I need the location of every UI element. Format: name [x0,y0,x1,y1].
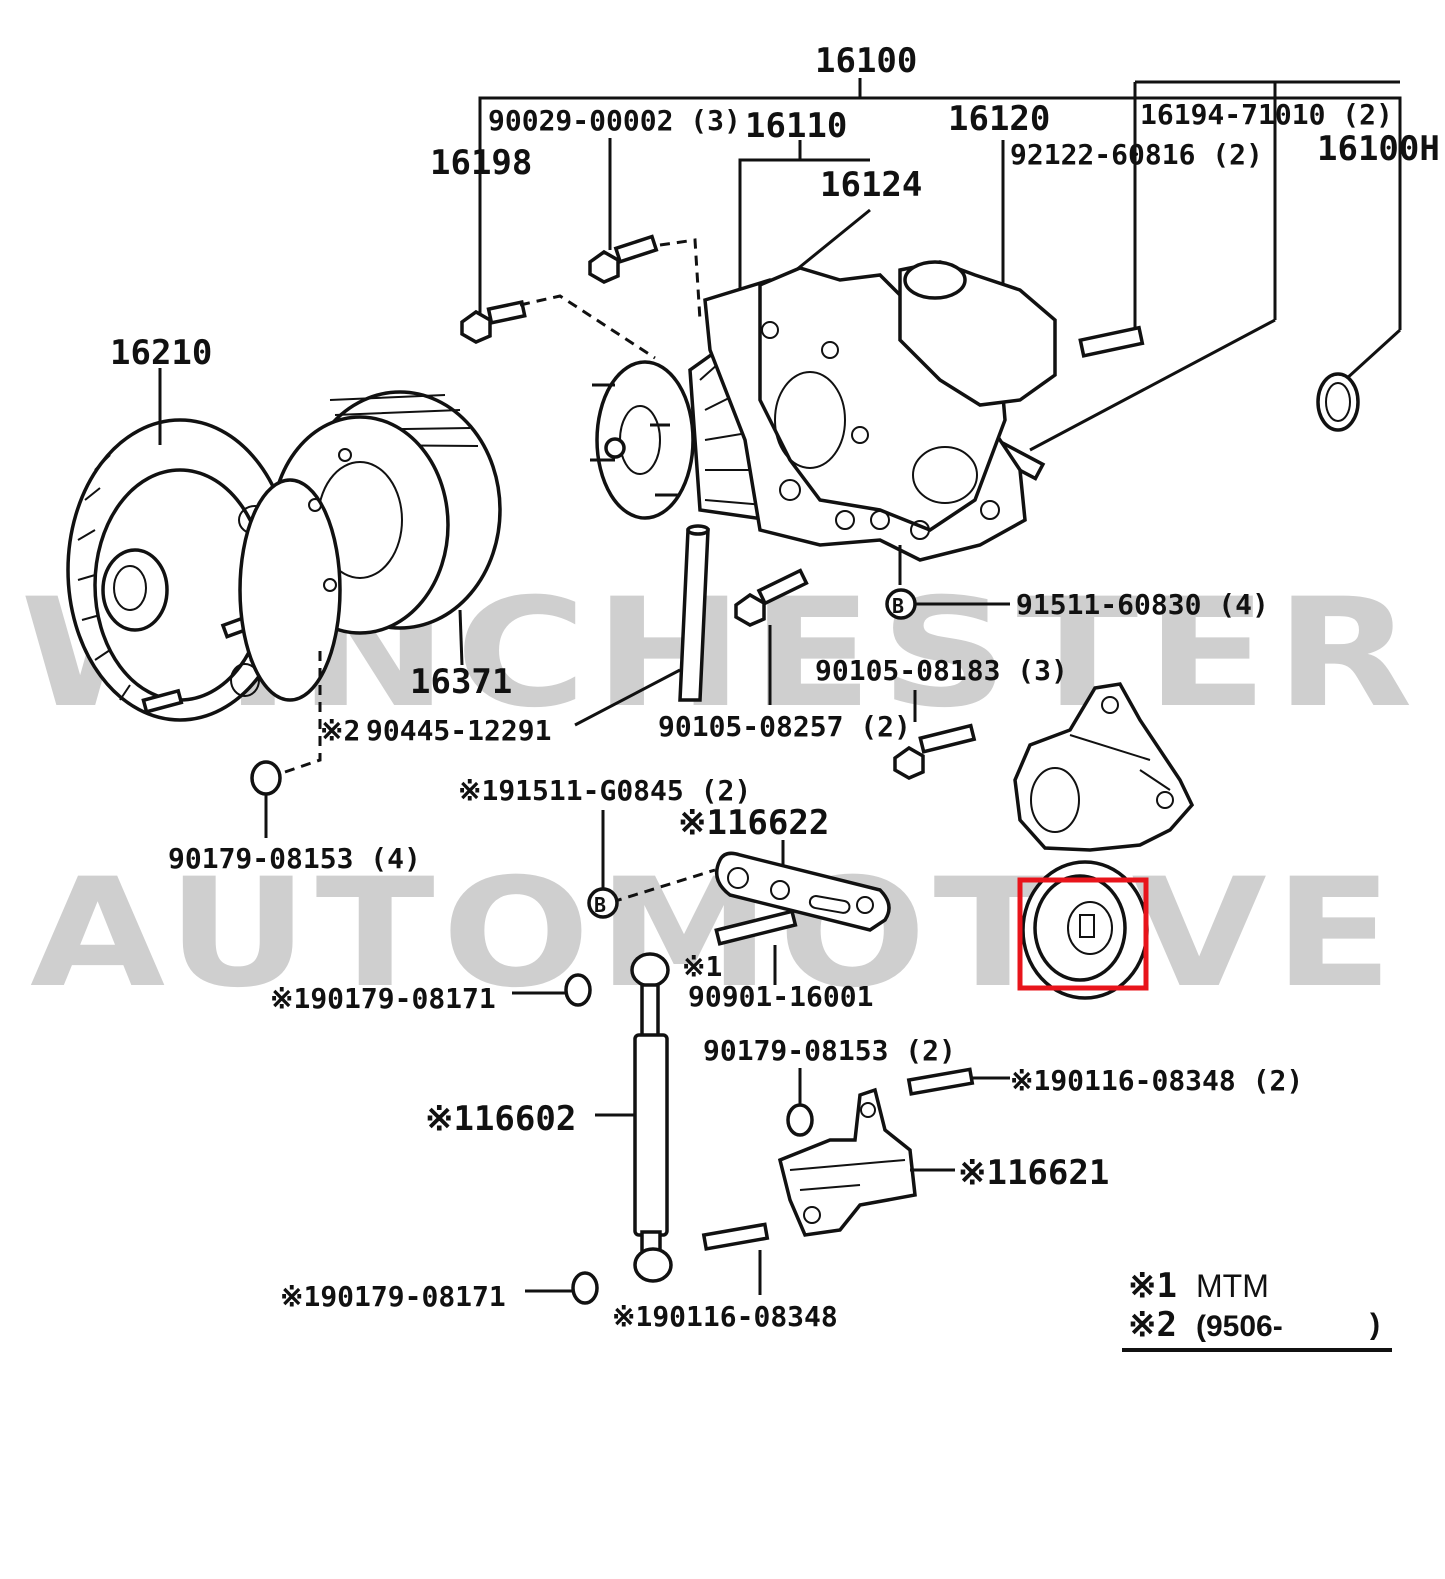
label-16194: 16194-71010 (2) [1140,98,1393,131]
link-16622-icon [611,840,891,932]
bolt-90105-08183-icon [893,690,977,780]
spacer-pipe-90445-icon [574,524,710,727]
nut-90179-08171-b-icon [525,1271,599,1305]
label-16371: 16371 [410,662,512,702]
bracket-16621-icon [777,1087,955,1237]
label-90105-08257: 90105-08257 (2) [658,710,911,743]
label-16124: 16124 [820,165,922,205]
assembly-bracket [478,78,1402,452]
label-91511-60830: 91511-60830 (4) [1016,588,1269,621]
stud-90901-16001-icon [714,909,798,985]
label-mark-2: ※2 [320,714,360,747]
legend-text-2: (9506- [1196,1310,1283,1343]
pulley-16371-icon [238,390,502,702]
belt-tensioner-assembly-icon [1013,682,1195,1000]
nut-90179-08171-a-icon [512,973,592,1007]
stud-92122-icon [1078,325,1145,358]
label-16110: 16110 [745,106,847,146]
label-90105-08183: 90105-08183 (3) [815,654,1068,687]
legend: ※1 MTM ※2 (9506- ) [1122,1266,1392,1352]
label-16621: ※116621 [958,1153,1109,1193]
label-90445: 90445-12291 [366,714,551,747]
label-16210: 16210 [110,333,212,373]
svg-text:B: B [594,893,606,917]
legend-close-paren: ) [1370,1308,1380,1341]
bolt-16198-icon [460,294,656,360]
label-mark-1: ※1 [682,950,722,983]
label-90029: 90029-00002 (3) [488,104,741,137]
label-90901: 90901-16001 [688,980,873,1013]
label-16622: ※116622 [678,803,829,843]
legend-mark-1: ※1 [1128,1266,1177,1306]
bolt-90105-08257-icon [734,568,809,705]
stud-90116-08348-icon [701,1222,770,1295]
label-90179-08153-2: 90179-08153 (2) [703,1034,956,1067]
label-90179-08171-b: ※190179-08171 [280,1280,506,1313]
label-90179-08171-a: ※190179-08171 [270,982,496,1015]
o-ring-16100h-icon [1316,372,1360,432]
label-90116-08348: ※190116-08348 [612,1300,838,1333]
svg-text:B: B [892,594,904,618]
watermark-line2: AUTOMOTIVE [30,847,1400,1021]
water-pump-assembly-icon [590,260,1057,585]
nut-90179-08153-4-icon [250,650,322,838]
marker-b-91511-g0845: B [587,810,619,919]
label-91511-g0845: ※191511-G0845 (2) [458,774,751,807]
nut-90179-08153-2-icon [786,1068,814,1137]
part-labels: 16100 90029-00002 (3) 16110 16120 16194-… [110,41,1440,1333]
damper-16602-icon [595,952,673,1283]
highlighted-pulley-box[interactable] [1017,877,1149,991]
label-16602: ※116602 [425,1099,576,1139]
label-16198: 16198 [430,143,532,183]
stud-90116-08348-2-icon [906,1067,1010,1096]
marker-b-91511-60830: B [885,588,1010,620]
label-16120: 16120 [948,99,1050,139]
legend-mark-2: ※2 [1128,1305,1177,1345]
label-90116-08348-2: ※190116-08348 (2) [1010,1064,1303,1097]
label-90179-08153-4: 90179-08153 (4) [168,842,421,875]
label-16100: 16100 [815,41,917,81]
label-92122: 92122-60816 (2) [1010,138,1263,171]
label-16100h: 16100H [1317,129,1440,169]
bolt-90029-icon [588,234,702,321]
legend-text-1: MTM [1196,1268,1269,1304]
